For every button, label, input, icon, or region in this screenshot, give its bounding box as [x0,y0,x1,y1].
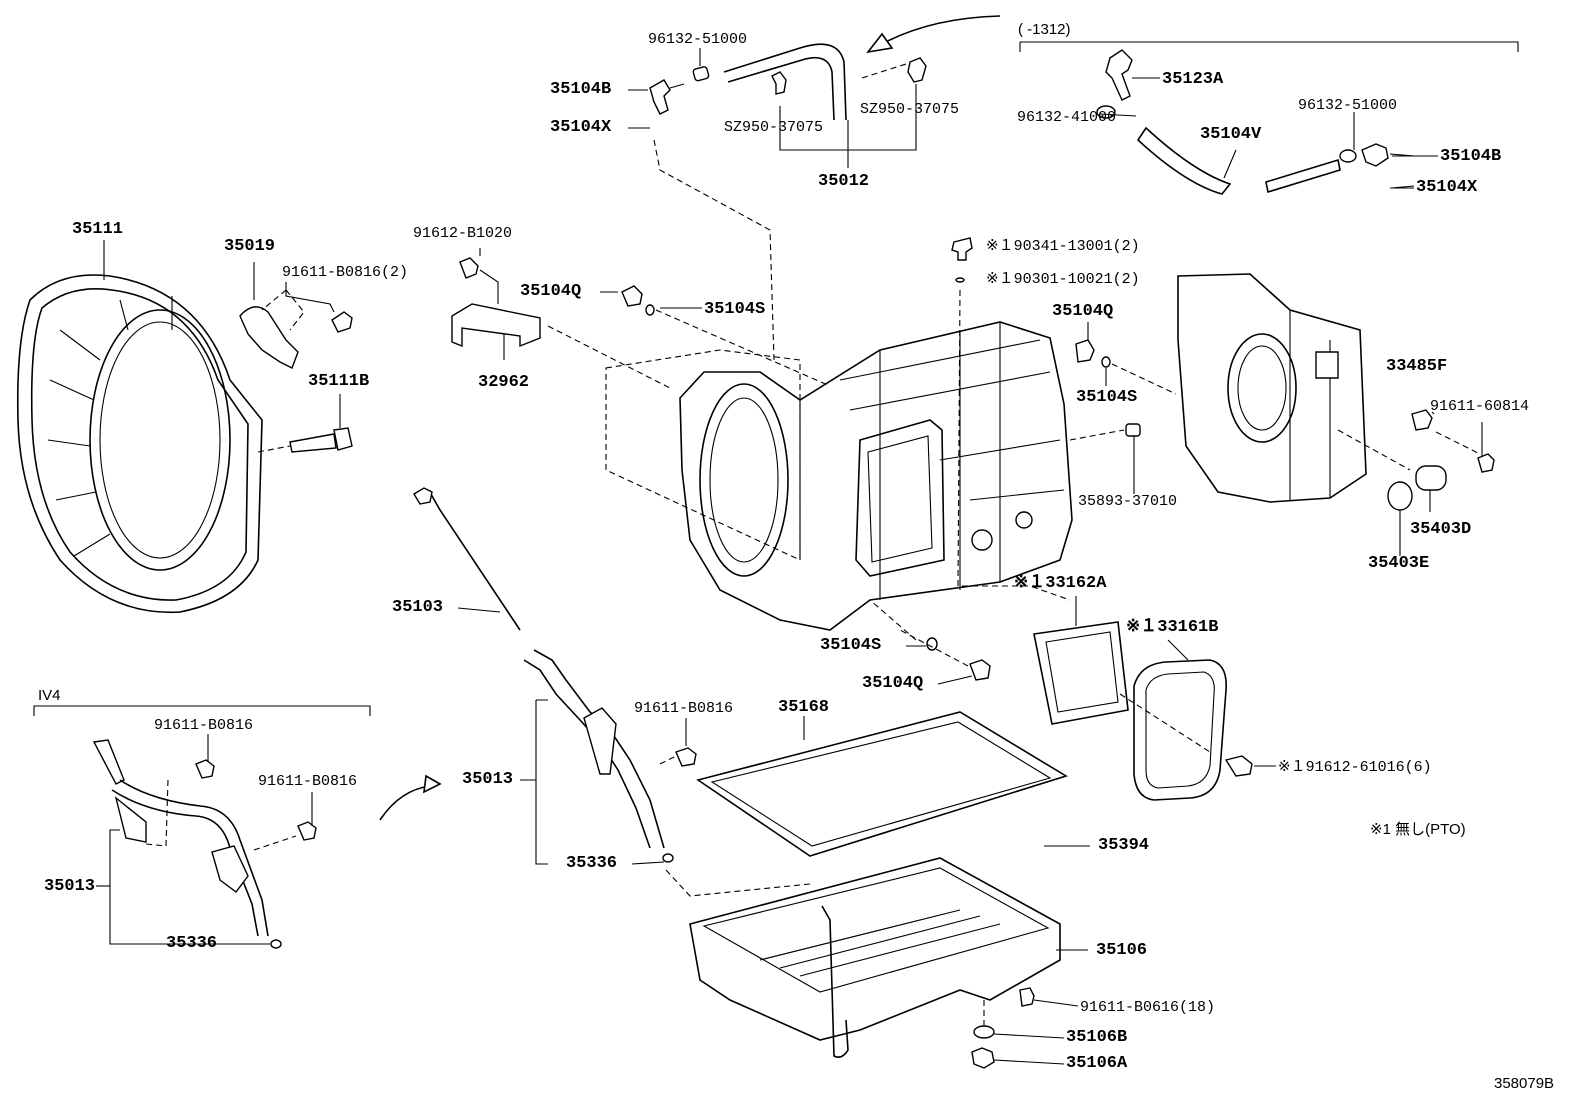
part-label-91611-b0816-b: 91611-B0816 [154,717,254,734]
part-label-35111b: 35111B [308,372,370,391]
part-label-91611-b0616: 91611-B0616(18) [1080,999,1216,1016]
part-label-91611-b0816-2: 91611-B0816(2) [282,264,409,281]
part-label-91611-60814: 91611-60814 [1430,398,1530,415]
converter-housing [18,275,262,612]
part-label-35123a: 35123A [1162,70,1224,89]
part-label-35104x-b: 35104X [1416,178,1478,197]
part-label-33485f: 33485F [1386,357,1448,376]
part-label-96132-41000: 96132-41000 [1017,109,1117,126]
part-label-91611-b0816-a: 91611-B0816 [634,700,734,717]
part-label-35104s-c: 35104S [820,636,882,655]
part-label-35111: 35111 [72,220,124,239]
part-label-35012: 35012 [818,172,870,191]
vent-hose-group [650,16,1000,168]
part-label-33162a: ※１33162A [1014,574,1107,593]
part-label-35336-b: 35336 [166,934,218,953]
iv4-tube [94,740,316,948]
gasket-33161b [1134,660,1226,800]
part-label-35403d: 35403D [1410,520,1472,539]
part-label-91611-b0816-c: 91611-B0816 [258,773,358,790]
diagram-code: 358079B [1494,1075,1555,1092]
part-label-35106b: 35106B [1066,1028,1128,1047]
part-label-35019: 35019 [224,237,276,256]
part-label-32962: 32962 [478,373,530,392]
part-label-35893: 35893-37010 [1078,493,1178,510]
part-label-96132-51000-b: 96132-51000 [1298,97,1398,114]
part-label-91612-61016: ※１91612-61016(6) [1278,759,1432,776]
range-group-label: ( -1312) [1018,21,1071,38]
part-label-35104q-a: 35104Q [520,282,582,301]
part-label-35104s-a: 35104S [704,300,766,319]
part-label-90301: ※１90301-10021(2) [986,271,1140,288]
part-label-35104b-a: 35104B [550,80,612,99]
iv4-group-label: IV4 [38,687,61,704]
part-label-35106a: 35106A [1066,1054,1128,1073]
part-label-35104s-b: 35104S [1076,388,1138,407]
part-label-35394: 35394 [1098,836,1150,855]
part-label-35104x-a: 35104X [550,118,612,137]
part-label-sz950-b: SZ950-37075 [860,101,960,118]
bracket-35019 [240,290,304,368]
part-label-35168: 35168 [778,698,830,717]
part-label-33161b: ※１33161B [1126,618,1219,637]
part-label-90341: ※１90341-13001(2) [986,238,1140,255]
part-label-35104q-c: 35104Q [862,674,924,693]
part-label-35013-a: 35013 [462,770,514,789]
part-label-35104q-b: 35104Q [1052,302,1114,321]
gasket-33162a [1034,622,1128,724]
vent-hose-group-2 [1097,50,1414,194]
part-label-35104b-b: 35104B [1440,147,1502,166]
part-label-sz950-a: SZ950-37075 [724,119,824,136]
transmission-case [606,322,1072,630]
oil-pan [690,858,1060,1040]
part-label-35013-b: 35013 [44,877,96,896]
oil-pan-gasket [698,712,1066,856]
part-label-35403e: 35403E [1368,554,1430,573]
part-label-35103: 35103 [392,598,444,617]
part-label-91612-b1020: 91612-B1020 [413,225,513,242]
part-label-35336-a: 35336 [566,854,618,873]
part-label-96132-51000-a: 96132-51000 [648,31,748,48]
footnote: ※1 無し(PTO) [1370,821,1466,838]
part-label-35104v: 35104V [1200,125,1262,144]
part-label-35106: 35106 [1096,941,1148,960]
extension-housing [1178,274,1366,502]
